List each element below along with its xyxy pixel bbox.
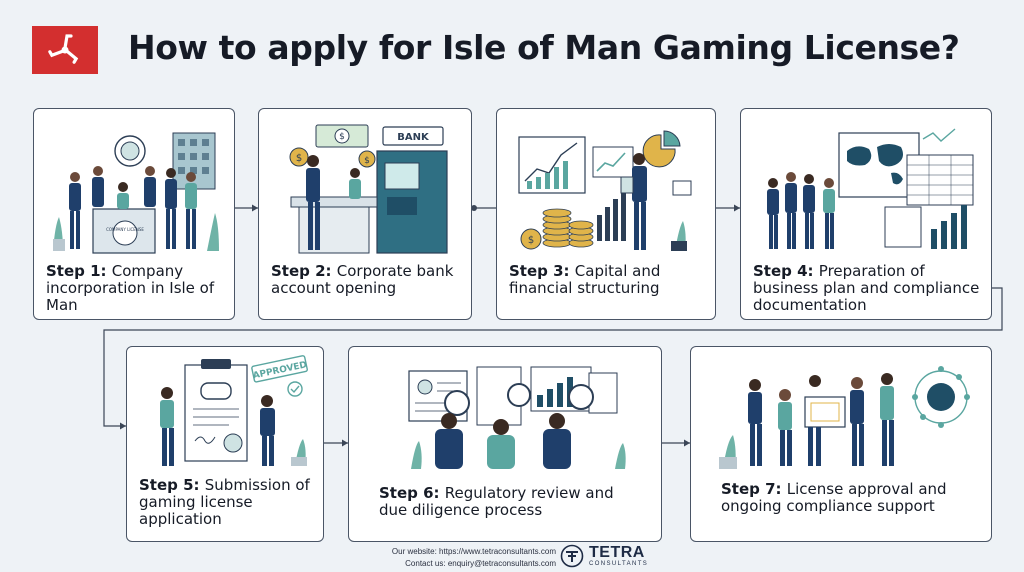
business-plan-illustration (767, 128, 974, 249)
step-card-3: $ Step 3: Capital and financial structur… (496, 108, 716, 320)
plant-icon (615, 443, 626, 469)
regulatory-review-illustration (408, 366, 626, 469)
step-card-5: APPROVED Step 5: Submission of gaming li… (126, 346, 324, 542)
step-card-2: $ $ $ BANK Step 2: Corporate bank accoun… (258, 108, 472, 320)
arrow-head-icon (120, 422, 126, 430)
connector-4-5 (103, 287, 1003, 427)
step-card-1: COMPANY LICENSE Step 1: Company incorpor… (33, 108, 235, 320)
signature-icon (194, 436, 216, 444)
magnifier-icon (444, 390, 470, 416)
connector-dot-icon (471, 205, 477, 211)
step-label-4: Step 4: Preparation of business plan and… (753, 262, 980, 314)
bank-account-illustration: $ $ $ BANK (289, 124, 448, 254)
world-map-icon (838, 132, 920, 198)
arrow-head-icon (342, 439, 348, 447)
financial-structuring-illustration: $ (518, 130, 692, 251)
gamepad-icon (200, 382, 232, 400)
logo-main-text: TETRA (589, 543, 645, 561)
step-card-6: Step 6: Regulatory review and due dilige… (348, 346, 662, 542)
step-label-7: Step 7: License approval and ongoing com… (721, 480, 947, 515)
footer-contact: Our website: https://www.tetraconsultant… (340, 546, 556, 570)
step-card-4: Step 4: Preparation of business plan and… (740, 108, 992, 320)
svg-text:$: $ (364, 156, 370, 166)
logo-sub-text: CONSULTANTS (589, 560, 649, 567)
step-label-2: Step 2: Corporate bank account opening (271, 262, 454, 297)
svg-text:COMPANY LICENSE: COMPANY LICENSE (106, 227, 144, 232)
step-label-1: Step 1: Company incorporation in Isle of… (46, 262, 215, 314)
footer-website[interactable]: Our website: https://www.tetraconsultant… (391, 547, 556, 556)
page-title: How to apply for Isle of Man Gaming Lice… (128, 28, 960, 67)
tetra-logo-icon (560, 544, 584, 568)
spreadsheet-icon (906, 154, 974, 206)
license-approval-illustration (719, 366, 970, 469)
bank-sign (382, 126, 444, 146)
application-submission-illustration: APPROVED (160, 355, 308, 466)
svg-text:$: $ (296, 153, 302, 164)
svg-text:BANK: BANK (397, 132, 430, 143)
arrow-head-icon (252, 204, 258, 212)
company-incorporation-illustration: COMPANY LICENSE (53, 132, 219, 254)
isle-of-man-flag-icon (32, 26, 98, 74)
step-label-3: Step 3: Capital and financial structurin… (509, 262, 661, 297)
check-icon (287, 381, 303, 397)
plant-icon (207, 213, 219, 251)
step-label-6: Step 6: Regulatory review and due dilige… (379, 484, 614, 519)
arrow-head-icon (684, 439, 690, 447)
svg-text:$: $ (528, 235, 534, 246)
magnifier-icon (568, 384, 594, 410)
arrow-head-icon (734, 204, 740, 212)
step-label-5: Step 5: Submission of gaming license app… (139, 476, 310, 528)
certificate-icon (804, 396, 846, 428)
plant-icon (411, 441, 422, 469)
magnifier-icon (507, 383, 531, 407)
approved-stamp (251, 355, 308, 383)
step-card-7: Step 7: License approval and ongoing com… (690, 346, 992, 542)
tetra-logo: TETRA CONSULTANTS (560, 544, 648, 568)
svg-text:$: $ (339, 132, 345, 142)
footer-email[interactable]: Contact us: enquiry@tetraconsultants.com (405, 559, 556, 568)
